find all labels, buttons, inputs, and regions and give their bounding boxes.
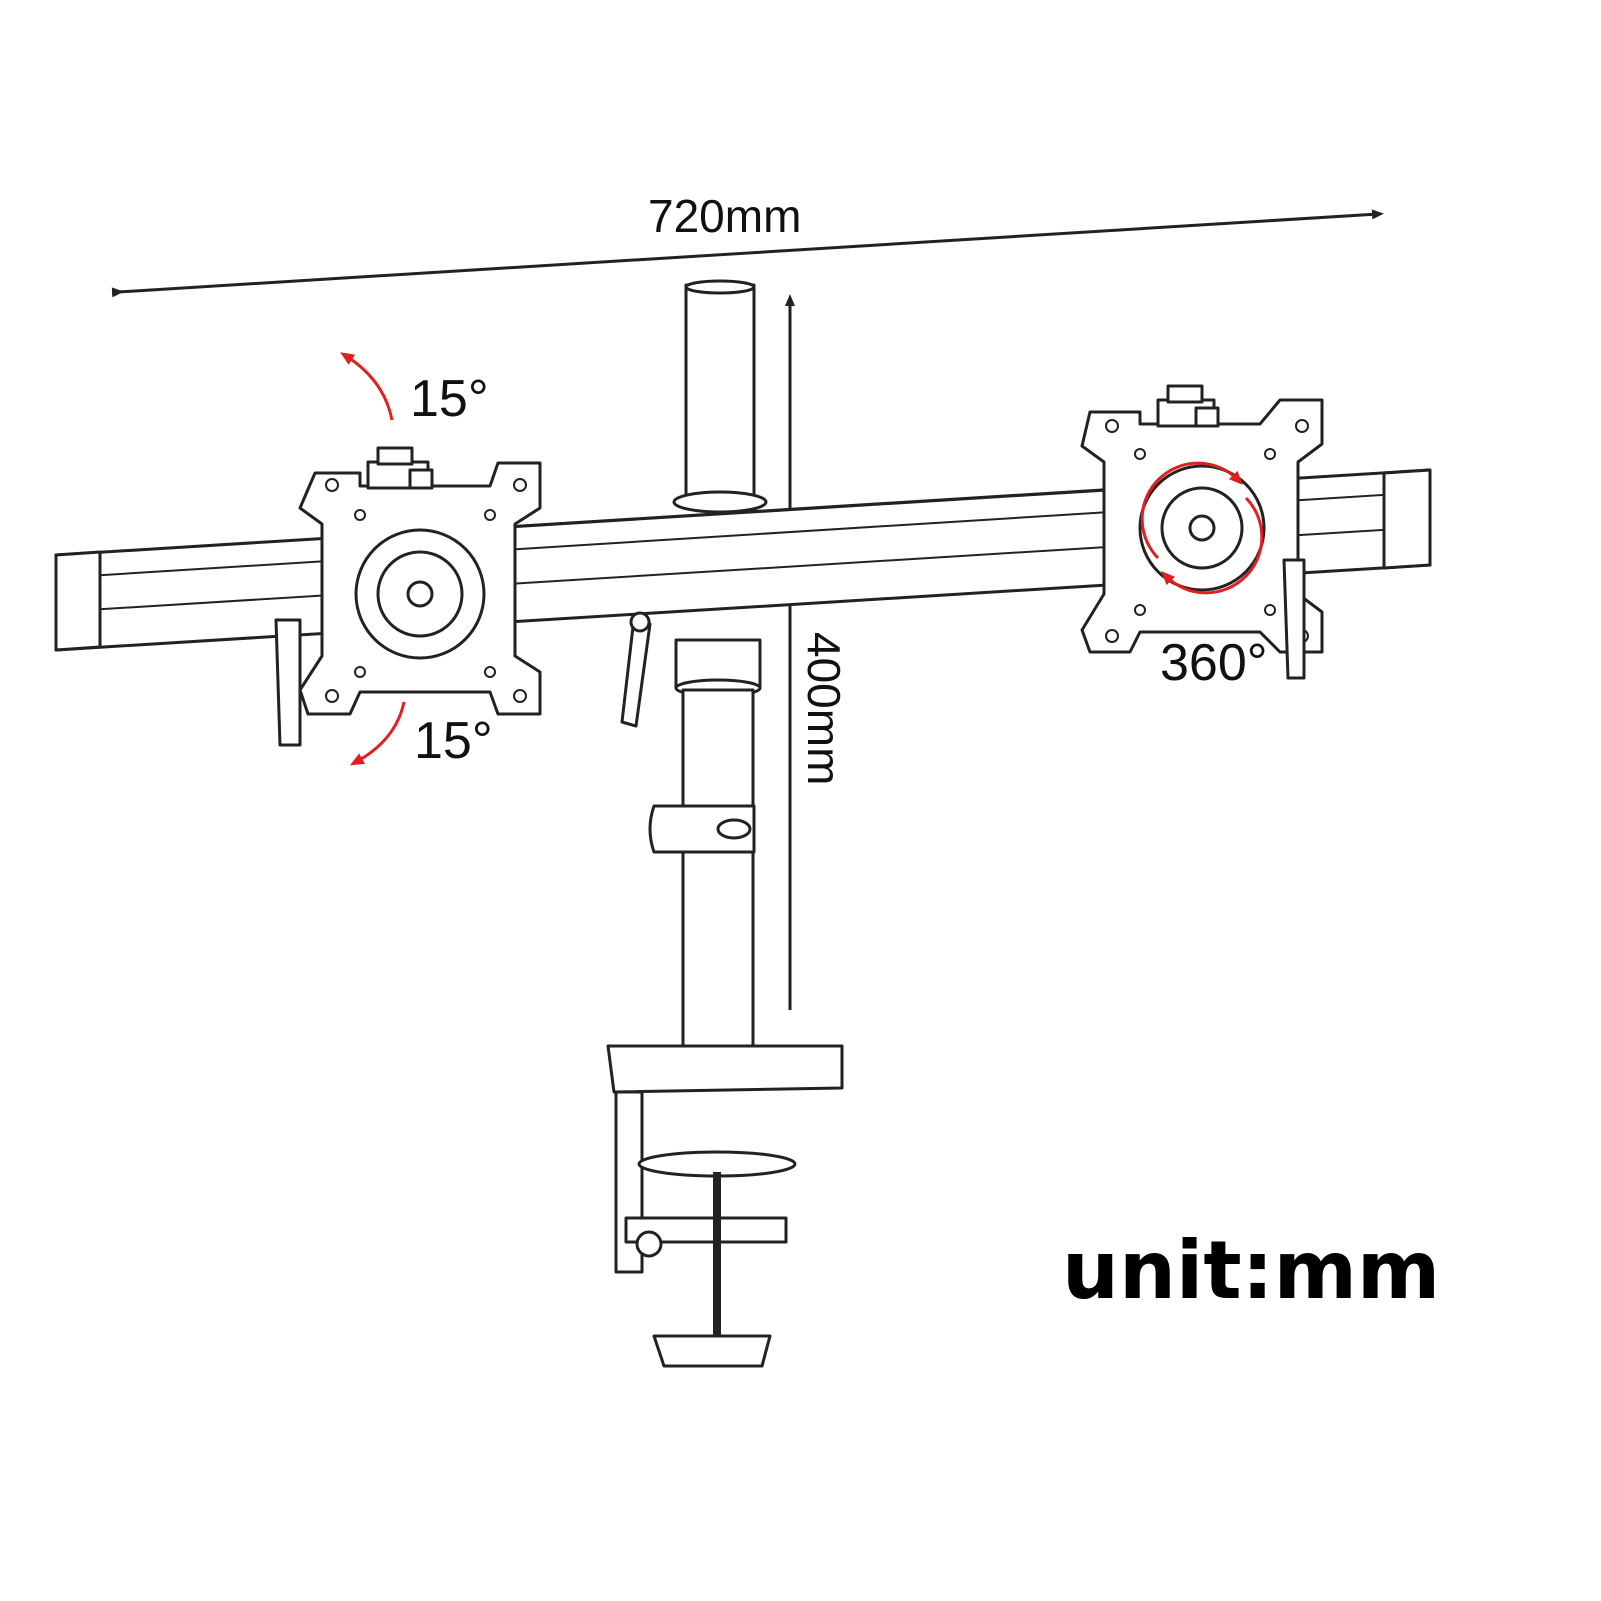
rotation-label: 360° [1160, 634, 1268, 692]
left-vesa-plate [274, 446, 542, 747]
cable-clip [648, 804, 756, 854]
tilt-up-label: 15° [410, 370, 489, 428]
desk-clamp [606, 1044, 844, 1368]
height-lock-handle [620, 611, 652, 728]
height-dimension: 400mm [785, 294, 850, 1010]
tilt-down-label: 15° [414, 712, 493, 770]
right-vesa-plate [1080, 384, 1324, 680]
tilt-up-arrow-icon [340, 352, 394, 421]
pole-lower [674, 638, 762, 1052]
width-dimension: 720mm [111, 190, 1384, 298]
pole-upper [672, 279, 768, 514]
height-label: 400mm [798, 632, 850, 785]
width-dimension-line [111, 209, 1384, 298]
unit-label: unit:mm [1062, 1224, 1440, 1317]
tilt-down-arrow-icon [349, 701, 406, 766]
rotation-arrows-icon [1140, 461, 1264, 595]
width-label: 720mm [648, 190, 801, 242]
